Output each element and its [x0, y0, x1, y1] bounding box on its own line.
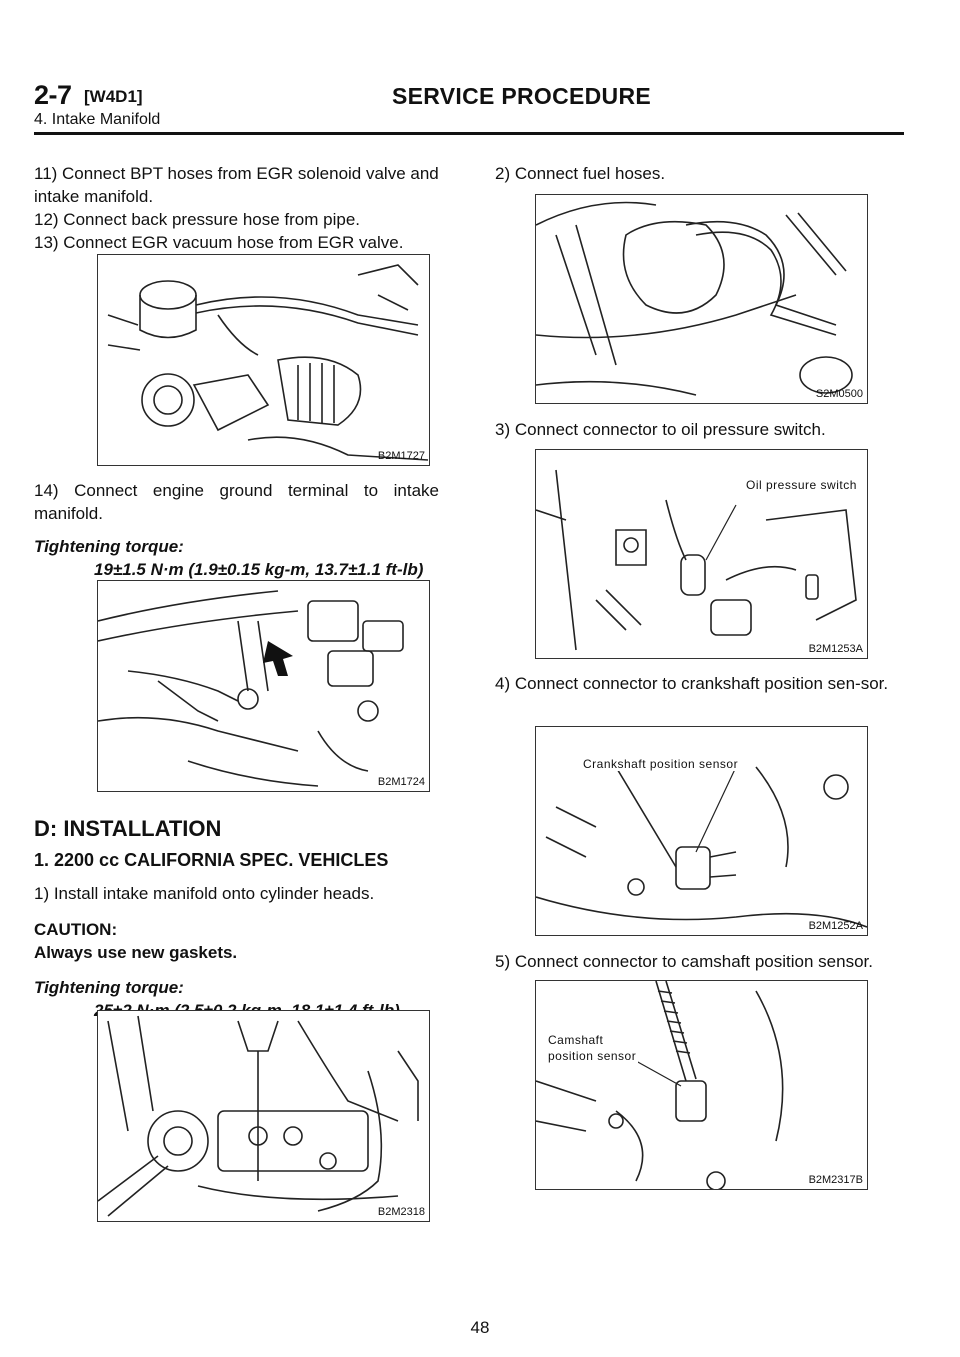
pointer-arrow — [263, 641, 293, 676]
torque-label-2: Tightening torque: — [34, 978, 184, 997]
torque-value-1: 19±1.5 N·m (1.9±0.15 kg-m, 13.7±1.1 ft-l… — [94, 560, 424, 579]
intake-manifold-illustration — [98, 1015, 419, 1217]
caution-text: Always use new gaskets. — [34, 943, 238, 962]
section-subtitle: 4. Intake Manifold — [34, 111, 161, 128]
figure-oil-pressure-switch: Oil pressure switch B2M1253A — [535, 449, 868, 659]
figure-fuel-hoses: S2M0500 — [535, 194, 868, 404]
torque-label-1: Tightening torque: — [34, 537, 184, 556]
ground-terminal-illustration — [98, 590, 404, 787]
fuel-hoses-illustration — [536, 201, 853, 396]
figure-crankshaft-sensor: Crankshaft position sensor B2M1252A — [535, 726, 868, 936]
egr-valve-illustration — [107, 264, 429, 461]
section-code: [W4D1] — [84, 87, 143, 106]
figure-code: B2M1253A — [808, 643, 863, 655]
figure-code: B2M1252A — [808, 920, 863, 932]
page-number: 48 — [470, 1318, 490, 1337]
install-step-1: 1) Install intake manifold onto cylinder… — [34, 884, 375, 903]
step-3: 3) Connect connector to oil pressure swi… — [495, 420, 826, 439]
callout-camshaft-line1: Camshaft — [546, 1033, 606, 1047]
header-rule — [34, 132, 904, 135]
callout-crankshaft-sensor: Crankshaft position sensor — [581, 757, 741, 771]
install-subheading: 1. 2200 cc CALIFORNIA SPEC. VEHICLES — [34, 850, 389, 870]
step-14: 14) Connect engine ground terminal to in… — [34, 481, 439, 523]
figure-intake-manifold: B2M2318 — [97, 1010, 430, 1222]
camshaft-sensor-illustration — [536, 981, 784, 1189]
callout-camshaft-line2: position sensor — [546, 1049, 639, 1063]
section-number: 2-7 — [34, 80, 72, 110]
step-13: 13) Connect EGR vacuum hose from EGR val… — [34, 233, 404, 252]
step-12: 12) Connect back pressure hose from pipe… — [34, 210, 361, 229]
figure-ground-terminal: B2M1724 — [97, 580, 430, 792]
figure-camshaft-sensor: Camshaft position sensor B2M2317B — [535, 980, 868, 1190]
crankshaft-sensor-illustration — [536, 766, 867, 928]
step-2: 2) Connect fuel hoses. — [495, 164, 666, 183]
caution-label: CAUTION: — [34, 920, 118, 939]
figure-code: B2M1727 — [377, 450, 425, 462]
step-11: 11) Connect BPT hoses from EGR solenoid … — [34, 164, 439, 206]
step-4: 4) Connect connector to crankshaft posit… — [495, 674, 889, 693]
figure-code: B2M2317B — [808, 1174, 863, 1186]
installation-heading: D: INSTALLATION — [34, 816, 222, 841]
figure-egr-valve: B2M1727 — [97, 254, 430, 466]
oil-pressure-switch-illustration — [536, 469, 857, 651]
callout-oil-pressure-switch: Oil pressure switch — [744, 478, 859, 492]
step-5: 5) Connect connector to camshaft positio… — [495, 952, 873, 971]
figure-code: B2M1724 — [377, 776, 425, 788]
figure-code: B2M2318 — [377, 1206, 425, 1218]
section-title: SERVICE PROCEDURE — [392, 83, 652, 109]
figure-code: S2M0500 — [815, 388, 863, 400]
